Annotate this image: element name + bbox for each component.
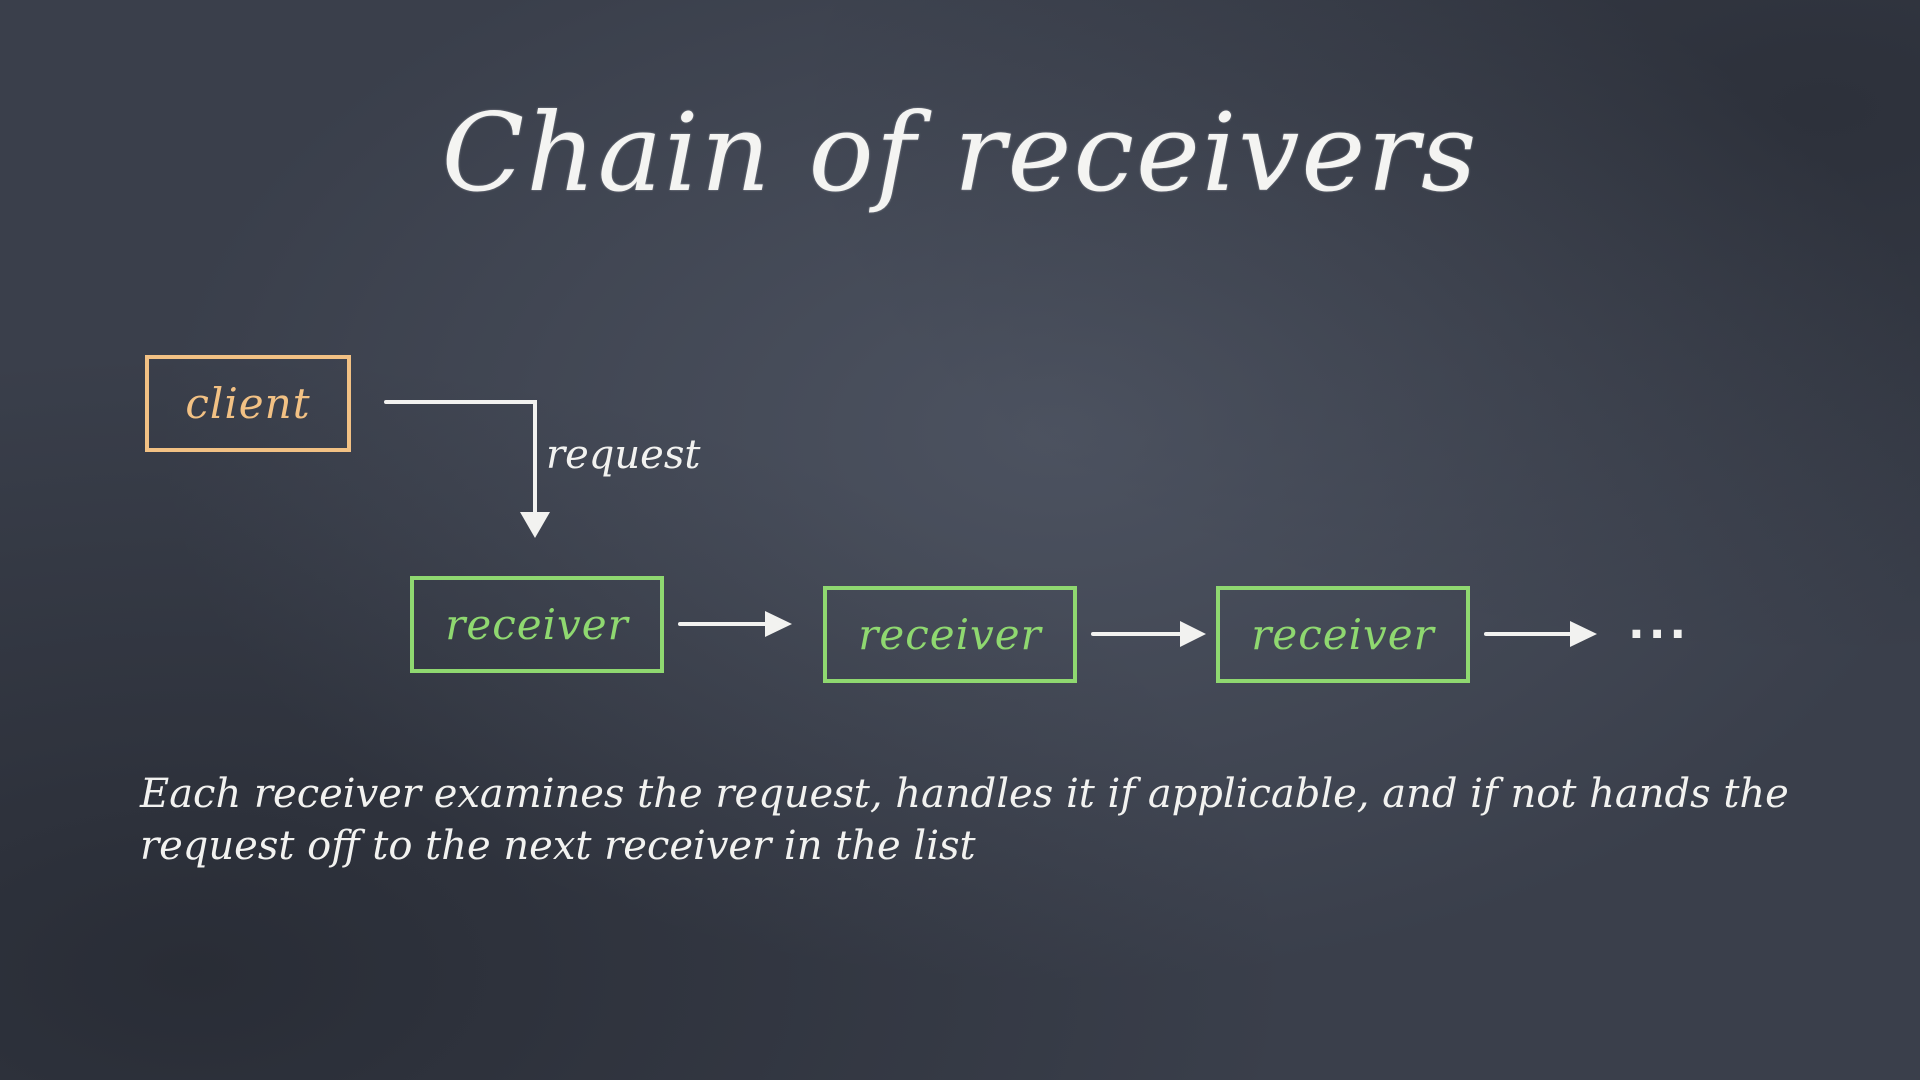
- request-label: request: [546, 432, 701, 478]
- continuation-ellipsis: ...: [1628, 598, 1691, 649]
- client-box: client: [145, 355, 351, 452]
- receiver-box: receiver: [1216, 586, 1470, 683]
- receiver-label: receiver: [1251, 610, 1435, 659]
- request-connector: [384, 400, 537, 517]
- arrowhead-request-icon: [520, 512, 550, 538]
- arrowhead-more-icon: [1570, 621, 1597, 647]
- arrowhead-r2-icon: [765, 611, 792, 637]
- receiver-label: receiver: [858, 610, 1042, 659]
- receiver-box: receiver: [410, 576, 664, 673]
- slide-caption: Each receiver examines the request, hand…: [140, 771, 1789, 869]
- client-label: client: [185, 379, 311, 428]
- receiver-box: receiver: [823, 586, 1077, 683]
- receiver-label: receiver: [445, 600, 629, 649]
- slide-title: Chain of receivers: [441, 91, 1479, 216]
- arrowhead-r3-icon: [1180, 621, 1206, 647]
